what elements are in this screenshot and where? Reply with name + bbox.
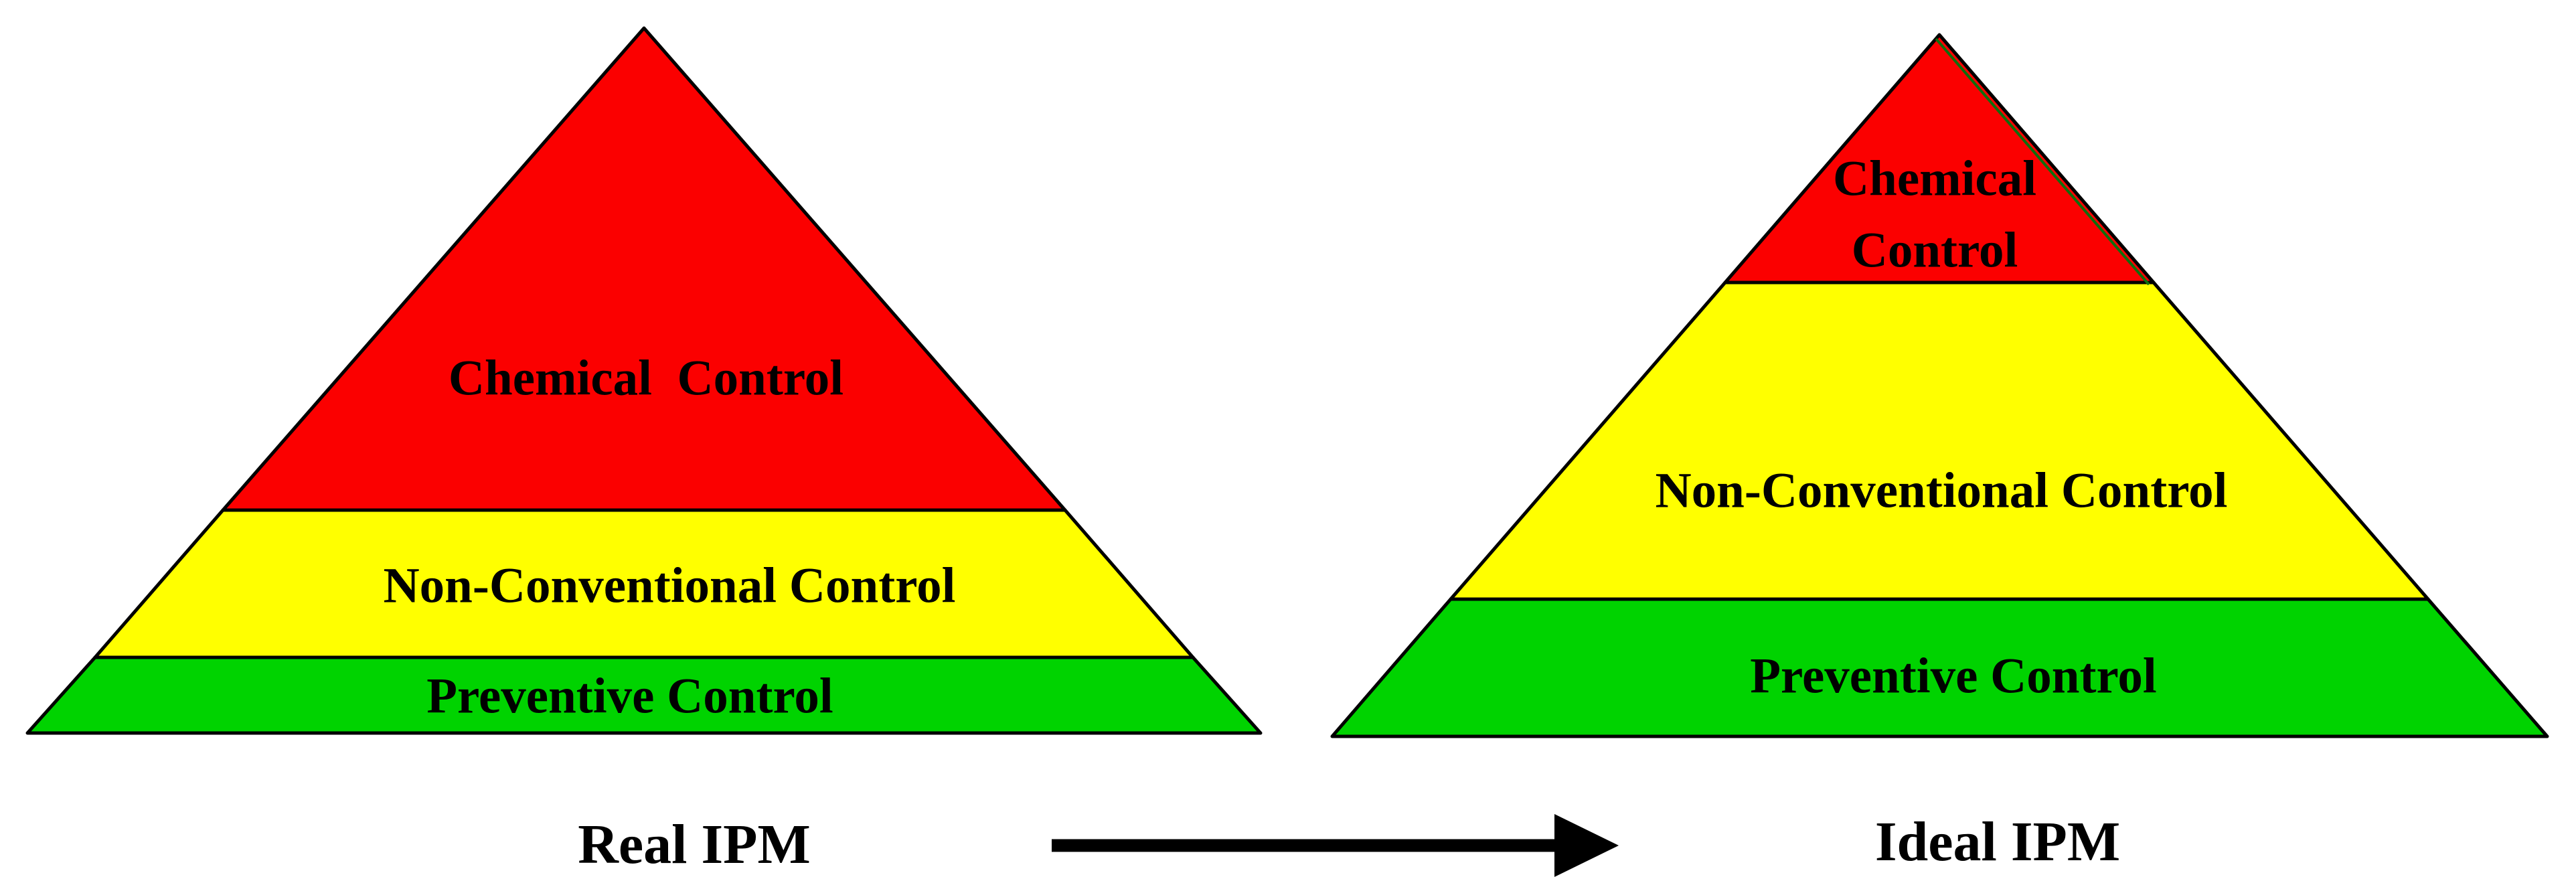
right-pyramid-edge-accent-line — [1935, 37, 2150, 286]
right-pyramid-chemical-segment — [1723, 33, 2156, 285]
left-preventive-control-label: Preventive Control — [426, 668, 833, 724]
right-arrow-head — [1554, 814, 1619, 877]
left-pyramid — [25, 26, 1263, 735]
right-non-conventional-control-label: Non-Conventional Control — [1655, 463, 2228, 519]
right-preventive-control-label: Preventive Control — [1750, 648, 2157, 704]
left-pyramid-chemical-segment — [221, 26, 1067, 512]
right-chemical-control-label-line2: Control — [1851, 222, 2018, 278]
ideal-ipm-caption: Ideal IPM — [1874, 811, 2121, 873]
right-arrow — [1052, 814, 1619, 877]
right-pyramid — [1330, 33, 2549, 738]
right-pyramid-non-conventional-segment — [1449, 280, 2430, 601]
left-non-conventional-control-label: Non-Conventional Control — [383, 558, 956, 614]
right-chemical-control-label-line1: Chemical — [1832, 151, 2037, 207]
left-chemical-control-label: Chemical Control — [448, 350, 844, 406]
real-ipm-caption: Real IPM — [578, 813, 811, 876]
